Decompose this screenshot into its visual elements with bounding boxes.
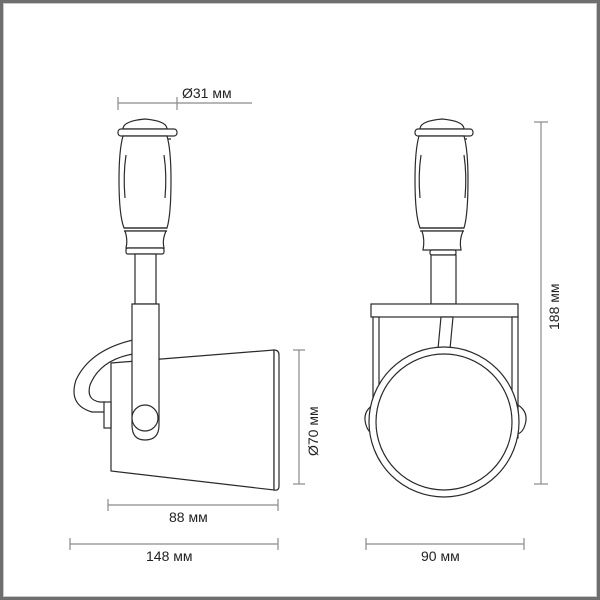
label-total-depth: 148 мм	[146, 548, 193, 564]
front-shade-inner	[375, 353, 513, 491]
side-stem	[134, 253, 157, 305]
side-cable	[73, 339, 134, 413]
side-view	[73, 118, 280, 491]
front-track-adapter	[414, 118, 474, 256]
dimension-shade-length: 88 мм	[107, 499, 279, 525]
dimension-adapter-diameter: Ø31 мм	[117, 85, 252, 110]
label-shade-diameter: Ø70 мм	[305, 406, 321, 456]
front-yoke-bar	[370, 303, 519, 318]
label-shade-length: 88 мм	[169, 509, 208, 525]
dimension-total-width: 90 мм	[365, 538, 525, 564]
dimension-total-height: 188 мм	[534, 121, 562, 485]
dimension-shade-diameter: Ø70 мм	[293, 349, 321, 485]
label-total-width: 90 мм	[421, 548, 460, 564]
front-view	[364, 118, 527, 498]
dimension-total-depth: 148 мм	[69, 538, 279, 564]
label-total-height: 188 мм	[546, 284, 562, 331]
front-stem	[430, 254, 457, 305]
side-pivot-knob	[131, 404, 159, 432]
side-track-adapter	[117, 118, 178, 255]
label-adapter-diameter: Ø31 мм	[182, 85, 232, 101]
